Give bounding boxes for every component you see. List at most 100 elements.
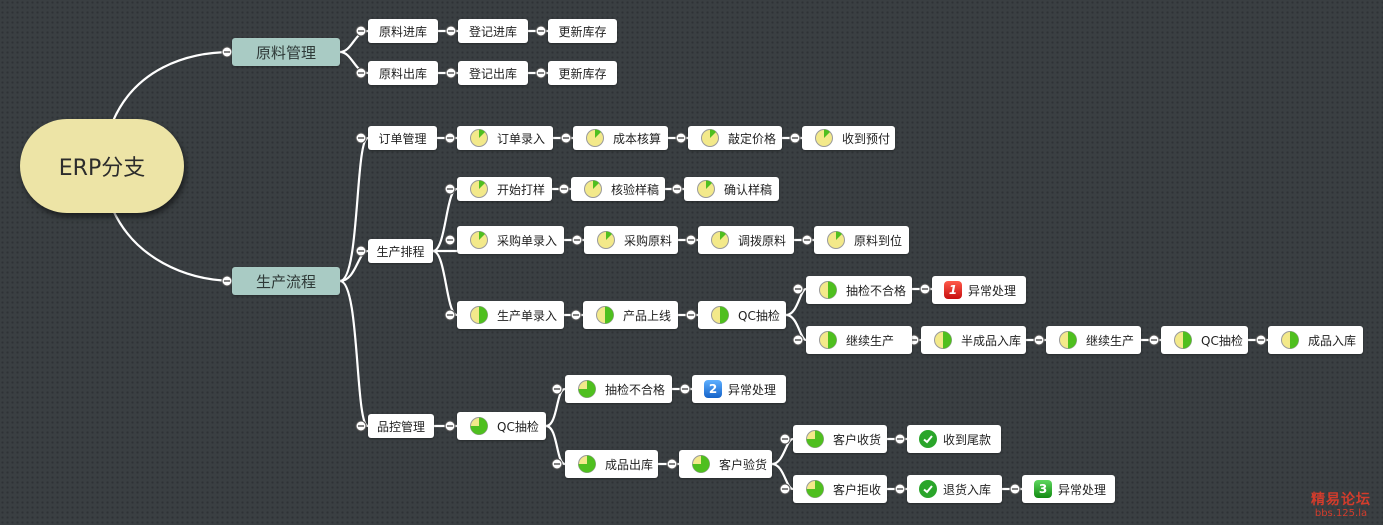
node-exception-2[interactable]: 2 异常处理 [692,375,786,403]
node-label: 异常处理 [1058,482,1107,497]
node-cost-calc[interactable]: 成本核算 [573,126,668,150]
task-progress-pie-icon [819,331,837,349]
task-progress-pie-icon [578,380,596,398]
task-progress-pie-icon [827,231,845,249]
node-register-in[interactable]: 登记进库 [458,19,528,43]
node-label: 客户拒收 [833,482,882,497]
check-circle-icon [919,430,937,448]
node-exception-1[interactable]: 1 异常处理 [932,276,1026,304]
task-progress-pie-icon [1174,331,1192,349]
node-label: 采购原料 [624,233,673,248]
node-label: 退货入库 [943,482,992,497]
node-sample-confirm[interactable]: 确认样稿 [684,177,779,201]
task-progress-pie-icon [470,129,488,147]
priority-badge-icon: 1 [944,281,962,299]
branch-materials[interactable]: 原料管理 [232,38,340,66]
node-label: 成本核算 [613,131,662,146]
node-qc-check-3[interactable]: QC抽检 [457,412,546,440]
node-qc-fail-2[interactable]: 抽检不合格 [565,375,672,403]
node-customer-reject[interactable]: 客户拒收 [793,475,887,503]
node-sample-check[interactable]: 核验样稿 [571,177,665,201]
node-final-payment[interactable]: 收到尾款 [907,425,1001,453]
priority-badge-icon: 2 [704,380,722,398]
node-label: 成品出库 [605,457,654,472]
node-material-ready[interactable]: 原料到位 [814,226,909,254]
node-update-stock-out[interactable]: 更新库存 [548,61,617,85]
node-label: 客户验货 [719,457,768,472]
node-qc-fail-1[interactable]: 抽检不合格 [806,276,912,304]
node-exception-3[interactable]: 3 异常处理 [1022,475,1115,503]
task-progress-pie-icon [470,180,488,198]
task-progress-pie-icon [711,231,729,249]
node-material-out[interactable]: 原料出库 [368,61,438,85]
root-node[interactable]: ERP分支 [20,119,184,213]
node-label: 敲定价格 [728,131,777,146]
node-label: 异常处理 [728,382,777,397]
check-circle-icon [919,480,937,498]
task-progress-pie-icon [806,430,824,448]
task-progress-pie-icon [1059,331,1077,349]
node-label: 半成品入库 [961,333,1022,348]
node-production-schedule[interactable]: 生产排程 [368,239,433,263]
node-label: 生产单录入 [497,308,558,323]
node-qc-check-2[interactable]: QC抽检 [1161,326,1248,354]
node-po-entry[interactable]: 采购单录入 [457,226,564,254]
node-sample-start[interactable]: 开始打样 [457,177,552,201]
node-label: QC抽检 [738,308,780,323]
node-label: 确认样稿 [724,182,773,197]
node-finished-in[interactable]: 成品入库 [1268,326,1363,354]
node-purchase-material[interactable]: 采购原料 [584,226,678,254]
node-qc-management[interactable]: 品控管理 [368,414,434,438]
node-product-online[interactable]: 产品上线 [583,301,678,329]
task-progress-pie-icon [470,231,488,249]
node-order-entry[interactable]: 订单录入 [457,126,553,150]
node-label: 成品入库 [1308,333,1357,348]
collapse-markers[interactable] [221,25,1267,495]
node-label: 核验样稿 [611,182,660,197]
task-progress-pie-icon [578,455,596,473]
branch-production[interactable]: 生产流程 [232,267,340,295]
node-continue-1[interactable]: 继续生产 [806,326,912,354]
node-label: 开始打样 [497,182,546,197]
node-customer-inspect[interactable]: 客户验货 [679,450,772,478]
node-register-out[interactable]: 登记出库 [458,61,528,85]
node-update-stock-in[interactable]: 更新库存 [548,19,617,43]
node-finished-out[interactable]: 成品出库 [565,450,658,478]
node-label: 抽检不合格 [605,382,666,397]
node-label: 抽检不合格 [846,283,907,298]
watermark-url: bbs.125.la [1314,508,1368,519]
node-qc-check-1[interactable]: QC抽检 [698,301,786,329]
node-label: 继续生产 [846,333,895,348]
task-progress-pie-icon [701,129,719,147]
node-label: 采购单录入 [497,233,558,248]
node-price-fix[interactable]: 敲定价格 [688,126,782,150]
node-label: QC抽检 [1201,333,1243,348]
node-continue-2[interactable]: 继续生产 [1046,326,1141,354]
node-label: 调拨原料 [738,233,787,248]
node-semi-finished-in[interactable]: 半成品入库 [921,326,1026,354]
priority-badge-icon: 3 [1034,480,1052,498]
task-progress-pie-icon [806,480,824,498]
node-label: 收到尾款 [943,432,992,447]
task-progress-pie-icon [697,180,715,198]
node-material-in[interactable]: 原料进库 [368,19,438,43]
task-progress-pie-icon [470,417,488,435]
task-progress-pie-icon [596,306,614,324]
task-progress-pie-icon [711,306,729,324]
node-customer-accept[interactable]: 客户收货 [793,425,887,453]
task-progress-pie-icon [815,129,833,147]
task-progress-pie-icon [586,129,604,147]
node-label: 产品上线 [623,308,672,323]
node-label: 异常处理 [968,283,1017,298]
node-label: 继续生产 [1086,333,1135,348]
node-deposit[interactable]: 收到预付 [802,126,895,150]
node-return-in[interactable]: 退货入库 [907,475,1002,503]
node-order-management[interactable]: 订单管理 [368,126,437,150]
node-production-entry[interactable]: 生产单录入 [457,301,564,329]
task-progress-pie-icon [584,180,602,198]
node-allot-material[interactable]: 调拨原料 [698,226,794,254]
node-label: 订单录入 [497,131,546,146]
task-progress-pie-icon [1281,331,1299,349]
node-label: 客户收货 [833,432,882,447]
